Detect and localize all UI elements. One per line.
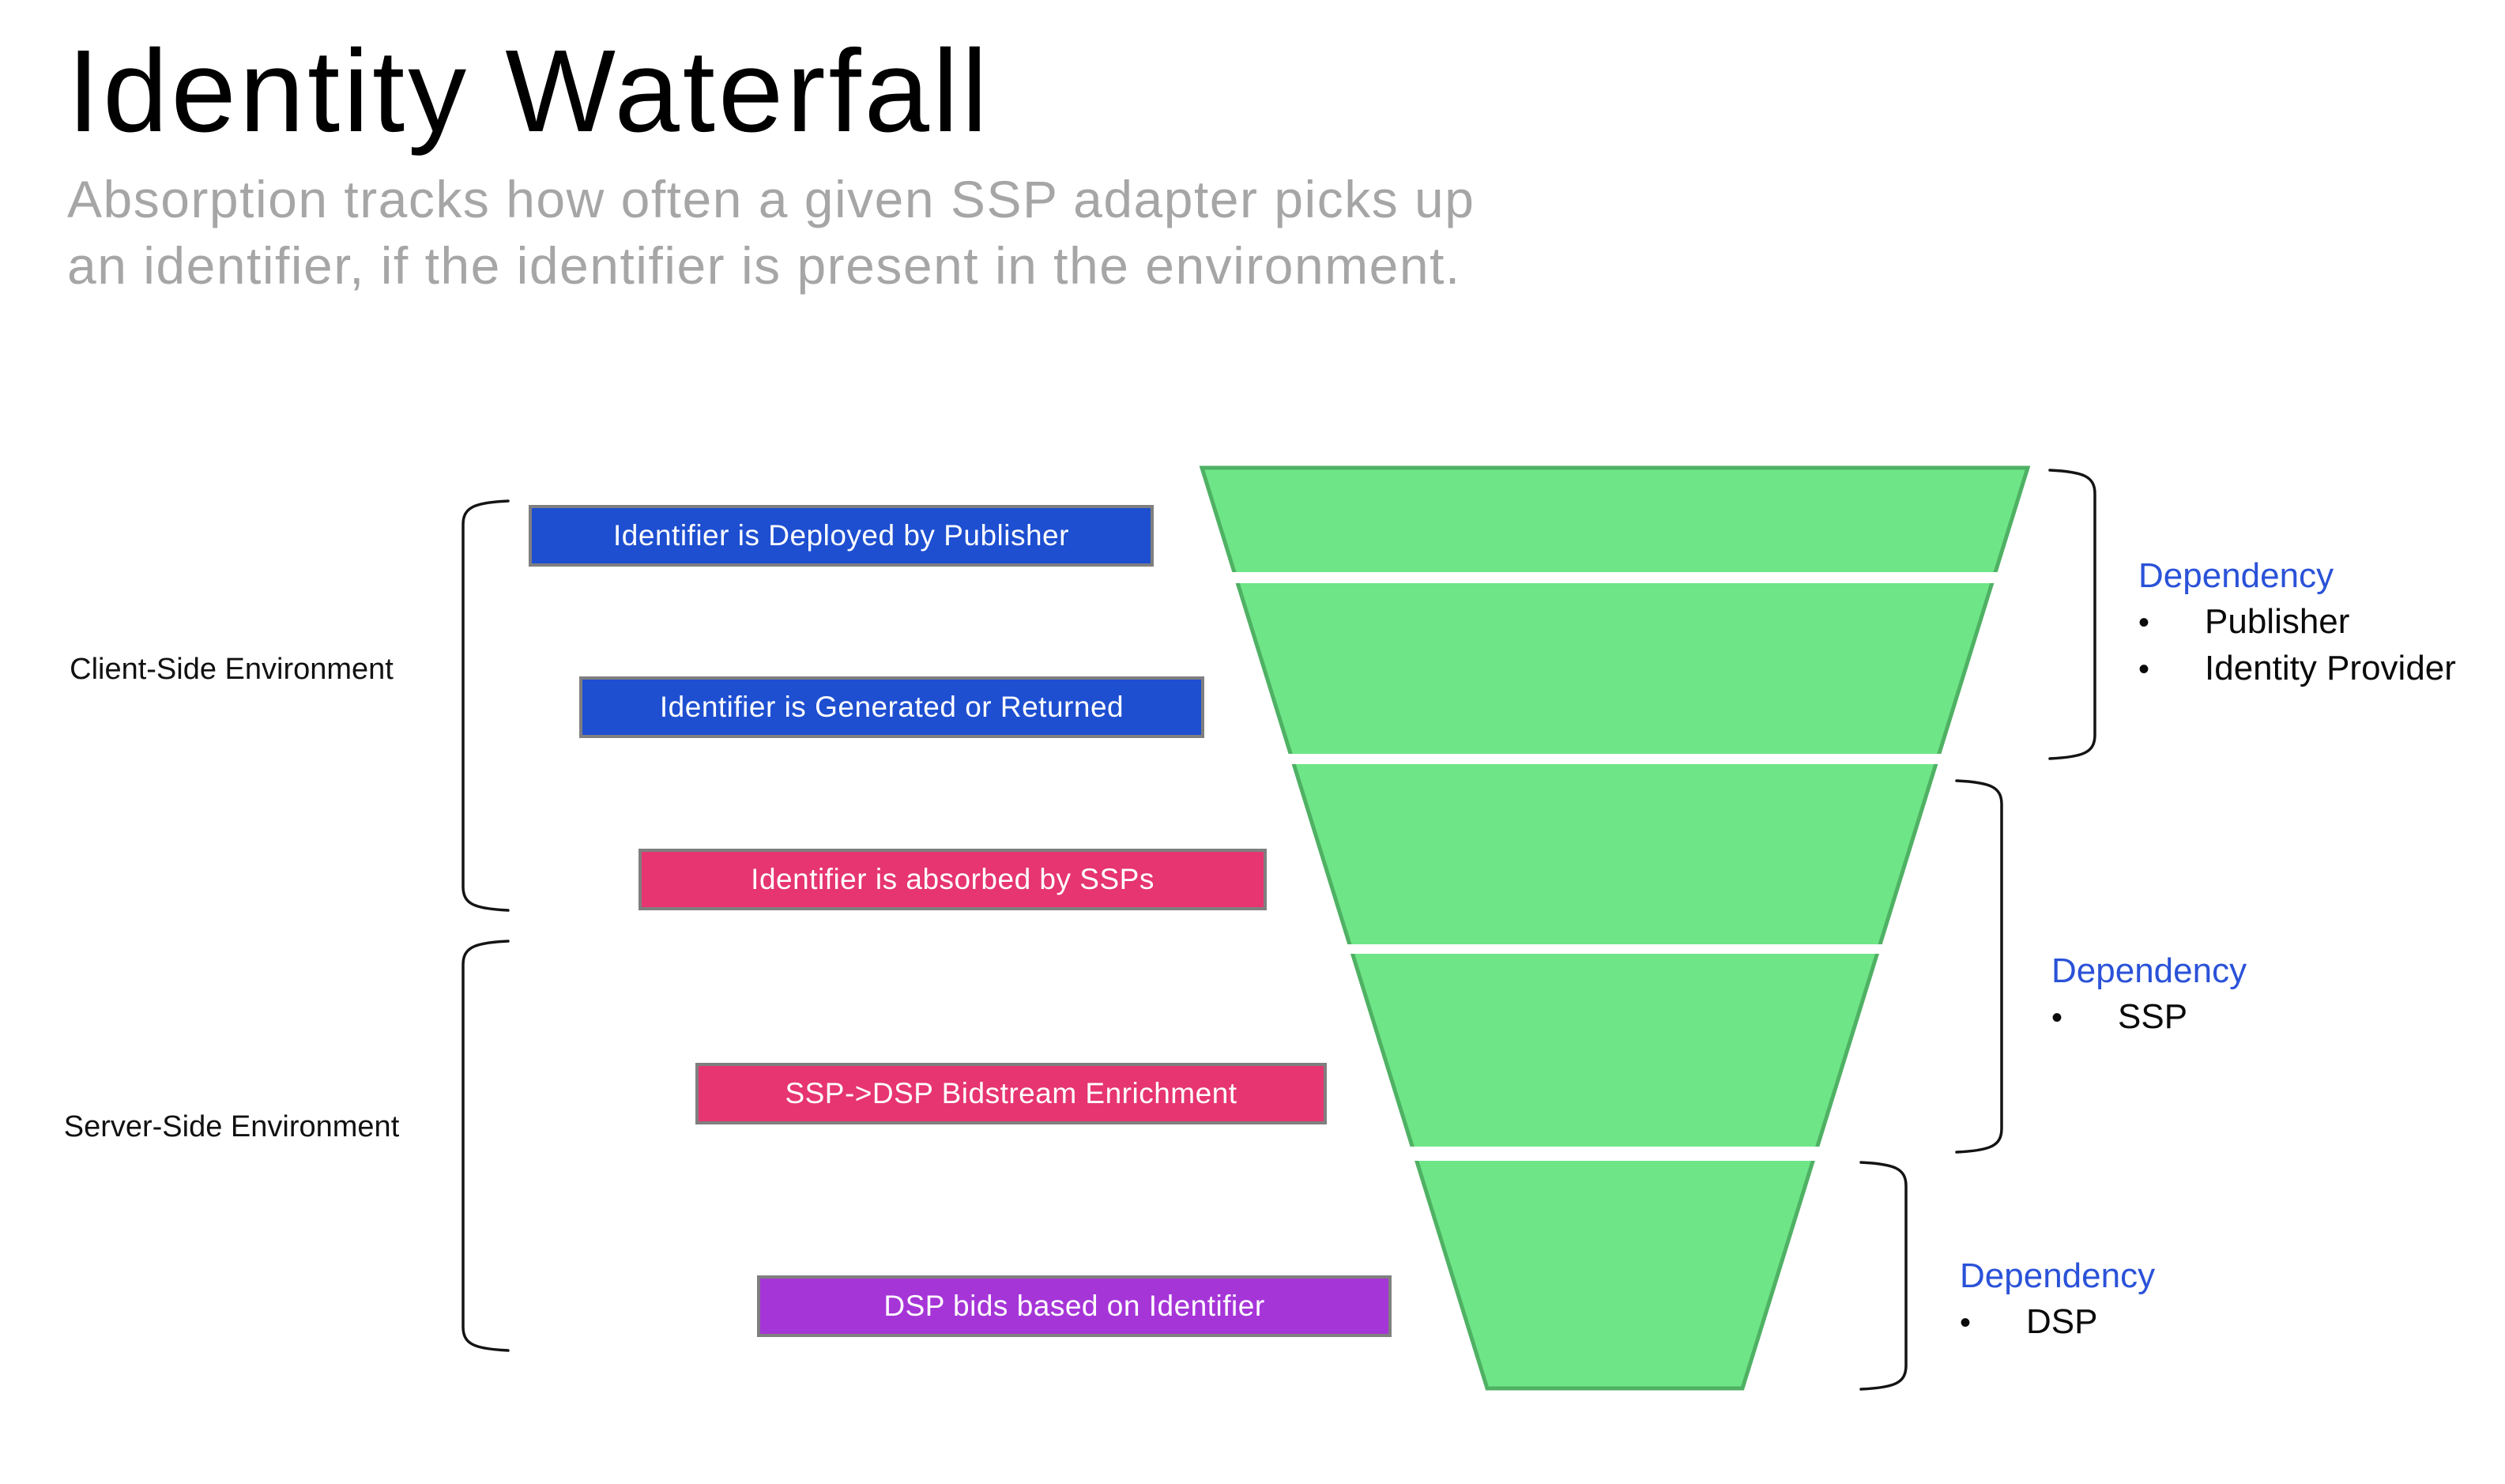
bullet-icon: • [2051, 1000, 2063, 1035]
dependency-block-publisher: Dependency • Publisher • Identity Provider [2138, 553, 2456, 692]
dsp-dependency-bracket [1859, 1161, 1908, 1391]
dependency-item-label: Identity Provider [2205, 649, 2456, 687]
bullet-icon: • [2138, 652, 2150, 687]
dependency-heading: Dependency [2051, 951, 2247, 990]
step-dsp-bids-based-on-identifier: DSP bids based on Identifier [757, 1275, 1392, 1337]
client-side-bracket [461, 499, 510, 912]
page-subtitle-line-1: Absorption tracks how often a given SSP … [67, 170, 1475, 228]
step-identifier-generated-or-returned: Identifier is Generated or Returned [579, 676, 1204, 738]
bullet-icon: • [2138, 605, 2150, 640]
step-identifier-deployed-by-publisher: Identifier is Deployed by Publisher [529, 505, 1154, 567]
dependency-item-label: SSP [2118, 997, 2188, 1036]
dependency-heading: Dependency [2138, 556, 2334, 595]
step-identifier-absorbed-by-ssps: Identifier is absorbed by SSPs [638, 849, 1267, 910]
funnel [1199, 465, 2031, 1391]
funnel-segment-gap [1284, 754, 1946, 764]
dependency-heading: Dependency [1960, 1256, 2156, 1295]
dependency-block-ssp: Dependency • SSP [2051, 948, 2247, 1041]
dependency-item: • Identity Provider [2138, 646, 2456, 692]
dependency-item-label: Publisher [2205, 602, 2350, 641]
publisher-dependency-bracket [2048, 469, 2096, 760]
funnel-segment-gap [1228, 572, 2002, 583]
bullet-icon: • [1960, 1305, 1972, 1340]
page-title: Identity Waterfall [67, 26, 991, 156]
funnel-trapezoid [1199, 465, 2031, 1391]
funnel-segment-gap [1343, 944, 1887, 954]
funnel-segment-gap [1406, 1147, 1824, 1161]
server-side-bracket [461, 940, 510, 1352]
step-ssp-dsp-bidstream-enrichment: SSP->DSP Bidstream Enrichment [695, 1063, 1327, 1124]
ssp-dependency-bracket [1955, 779, 2003, 1154]
dependency-block-dsp: Dependency • DSP [1960, 1253, 2155, 1346]
dependency-item: • Publisher [2138, 599, 2456, 646]
client-side-environment-label: Client-Side Environment [70, 653, 394, 686]
page-subtitle-line-2: an identifier, if the identifier is pres… [67, 236, 1461, 295]
dependency-item-label: DSP [2026, 1302, 2098, 1341]
page-subtitle: Absorption tracks how often a given SSP … [67, 166, 1475, 299]
server-side-environment-label: Server-Side Environment [63, 1110, 400, 1143]
dependency-item: • DSP [1960, 1299, 2155, 1346]
dependency-item: • SSP [2051, 994, 2247, 1041]
